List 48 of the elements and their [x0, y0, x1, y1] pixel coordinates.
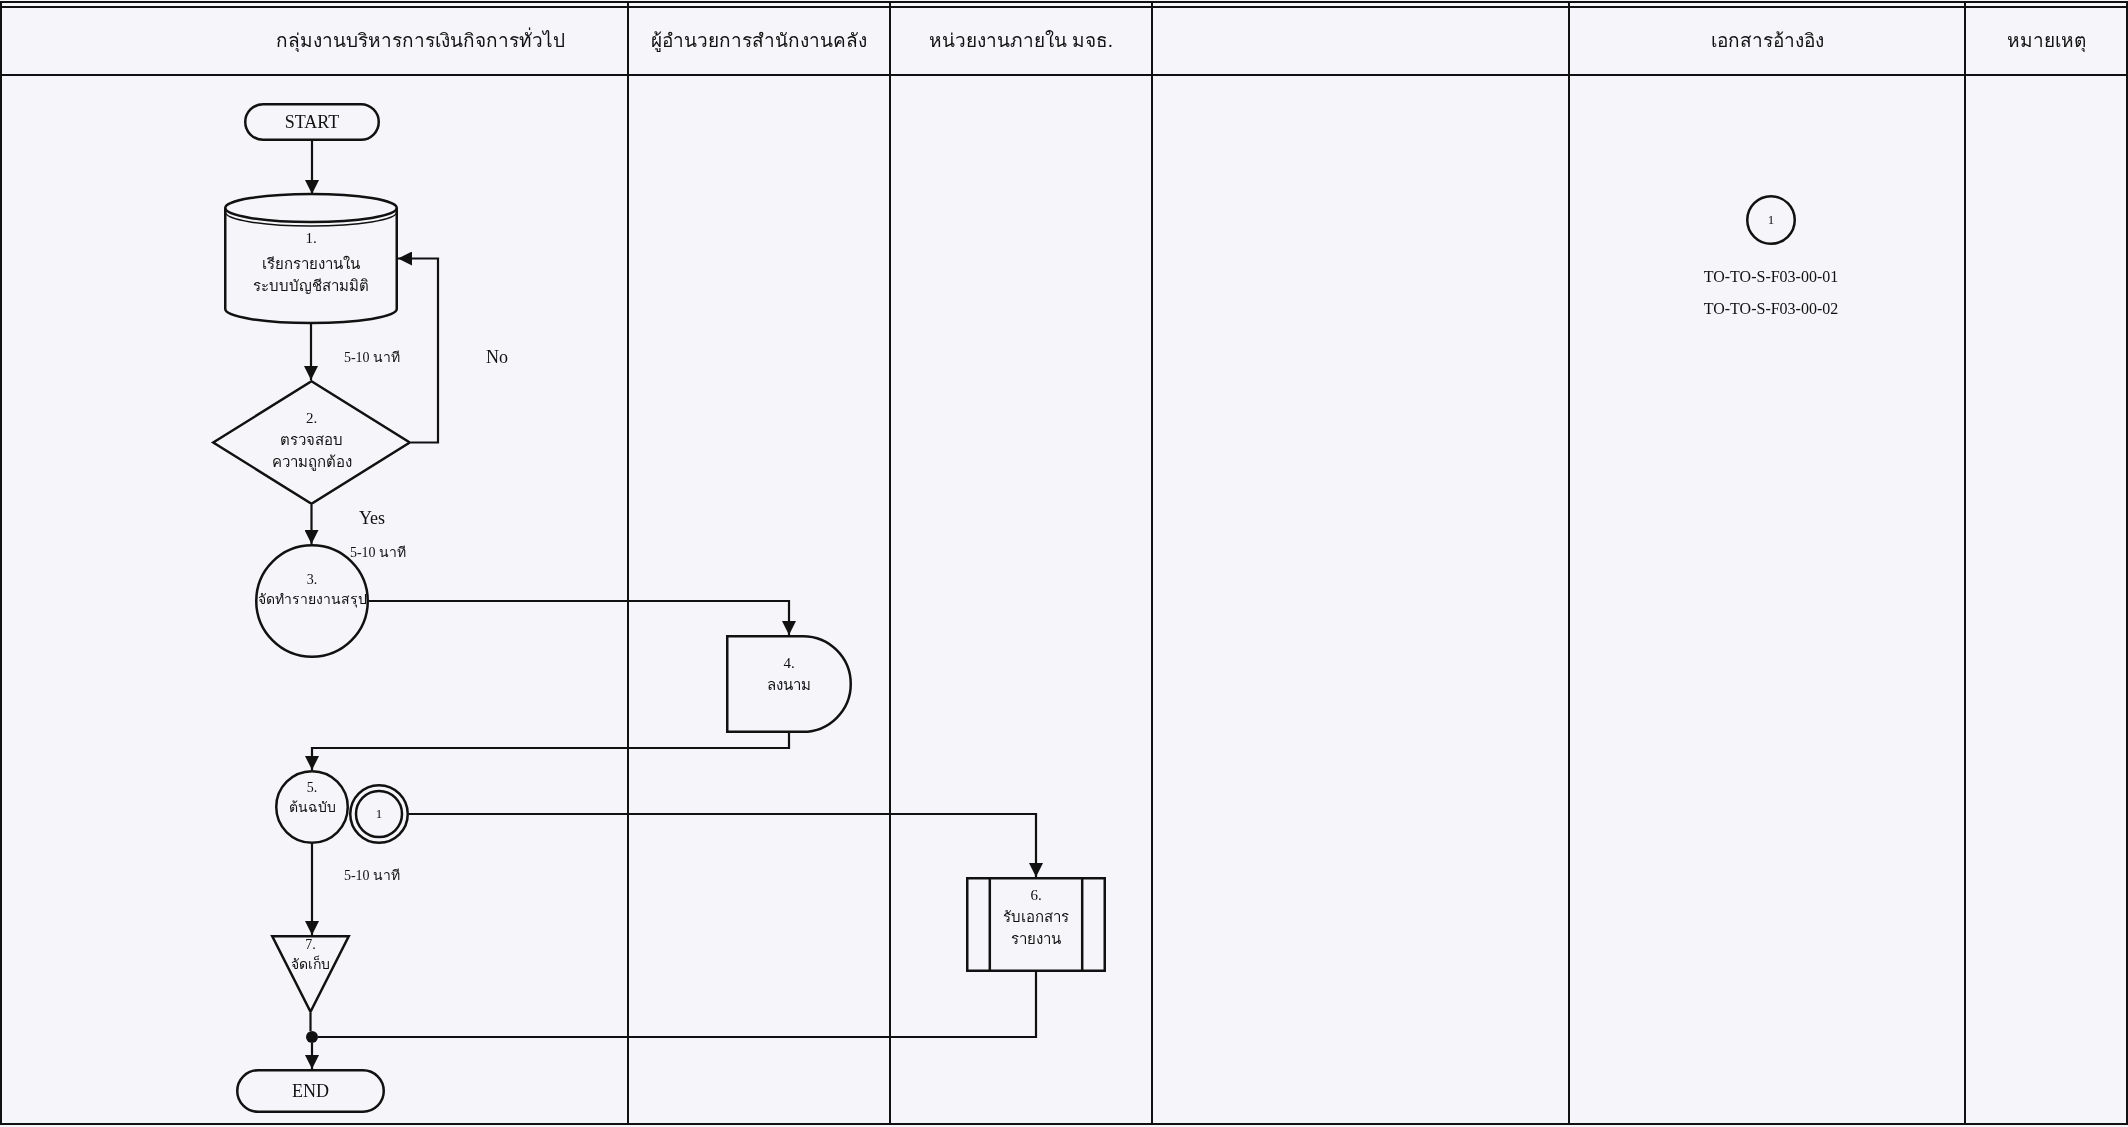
decision-diamond — [212, 380, 411, 505]
terminal-label: END — [292, 1079, 329, 1103]
arrow — [305, 733, 791, 770]
step-number: 7. — [305, 936, 316, 954]
arrow — [369, 599, 796, 635]
arrow — [304, 323, 318, 380]
end-terminal — [236, 1069, 385, 1113]
database-cylinder — [224, 194, 398, 323]
junction-dot — [306, 1031, 318, 1043]
arrow — [304, 505, 319, 544]
duration-label: 5-10 นาที — [349, 544, 407, 562]
arrow — [398, 251, 440, 444]
connector-number: 1 — [1767, 210, 1775, 229]
column-header: หมายเหตุ — [2006, 29, 2086, 54]
step-number: 5. — [306, 779, 318, 797]
column-header: กลุ่มงานบริหารการเงินกิจการทั่วไป — [275, 25, 565, 55]
arrow — [305, 844, 319, 935]
step-number: 6. — [1030, 886, 1042, 905]
process-circle — [275, 770, 349, 844]
step-label: ตรวจสอบ ความถูกต้อง — [270, 430, 353, 473]
terminal-label: START — [284, 110, 340, 134]
connector-number: 1 — [375, 804, 383, 823]
connector-line — [318, 972, 1038, 1039]
step-number: 2. — [305, 409, 318, 428]
step-label: จัดทำรายงานสรุป — [257, 591, 367, 610]
column-header: เอกสารอ้างอิง — [1710, 29, 1824, 53]
step-number: 3. — [306, 571, 318, 589]
arrow — [409, 812, 1043, 877]
step-label: จัดเก็บ — [291, 955, 330, 975]
reference-code: TO-TO-S-F03-00-01 — [1703, 268, 1839, 286]
arrow — [305, 141, 319, 194]
connector-circle — [1746, 195, 1796, 245]
step-label: ต้นฉบับ — [288, 799, 336, 818]
predefined-process-box — [966, 877, 1106, 972]
step-number: 4. — [783, 654, 795, 673]
connector-line — [309, 1013, 312, 1031]
start-terminal — [244, 103, 380, 141]
step-label: เรียกรายงานใน ระบบบัญชีสามมิติ — [252, 254, 370, 296]
reference-code: TO-TO-S-F03-00-02 — [1703, 300, 1839, 318]
delay-shape — [726, 635, 852, 733]
arrow — [305, 1043, 319, 1069]
step-label: รับเอกสาร รายงาน — [1002, 907, 1070, 949]
step-number: 1. — [305, 229, 317, 248]
step-label: ลงนาม — [767, 675, 811, 695]
column-header: ผู้อำนวยการสำนักงานคลัง — [651, 29, 867, 54]
storage-triangle — [271, 935, 350, 1013]
column-header: หน่วยงานภายใน มจธ. — [929, 29, 1113, 53]
connector-circle — [349, 784, 409, 844]
